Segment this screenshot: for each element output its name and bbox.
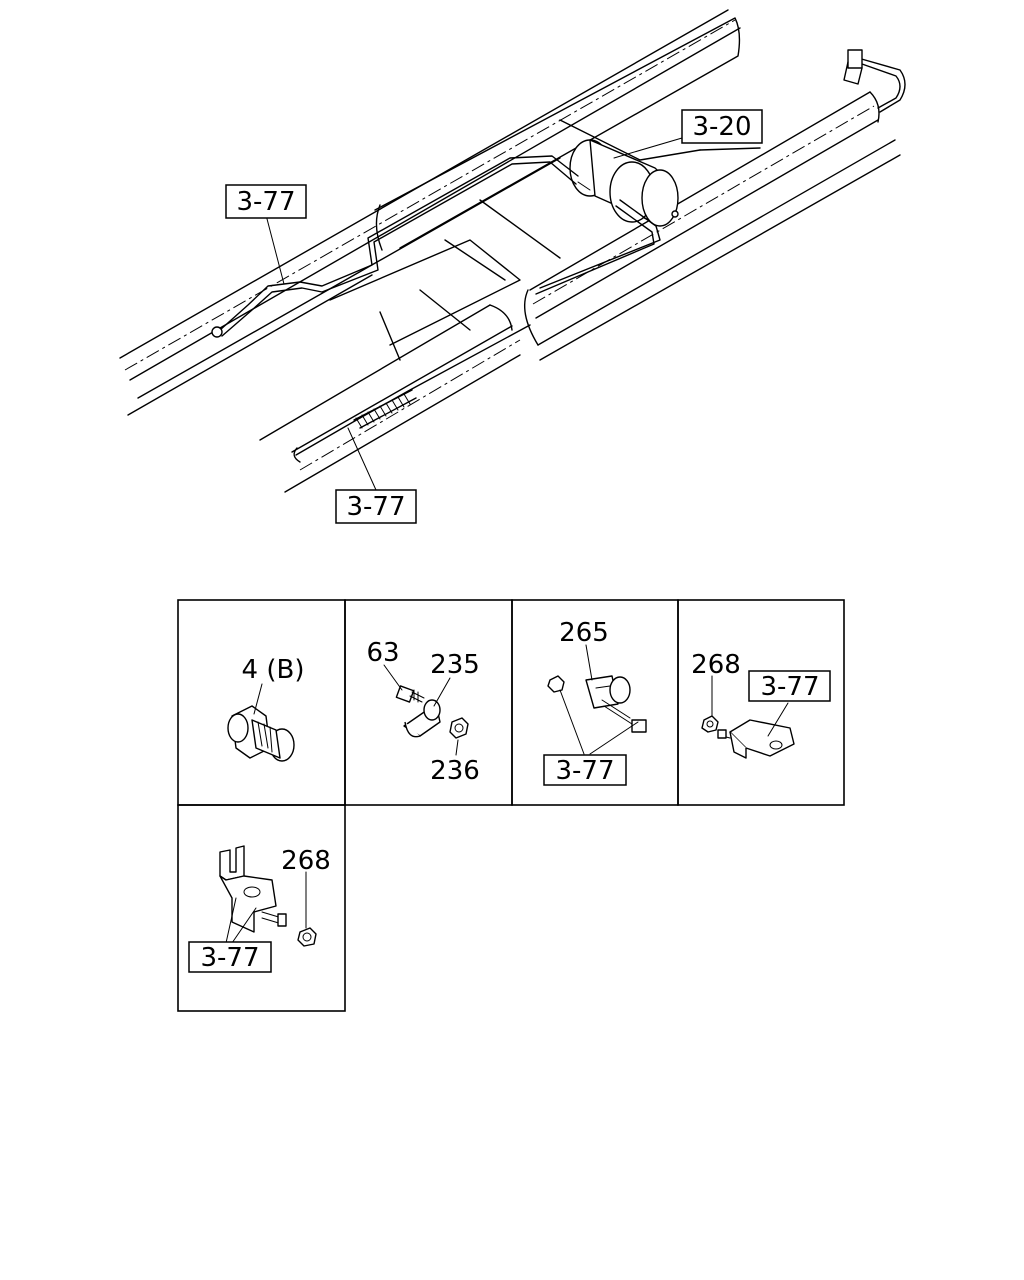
leader-line-3-77-lower bbox=[347, 427, 377, 491]
leader-line-3-20 bbox=[613, 137, 683, 159]
callout-air-tank: 3-20 bbox=[681, 109, 763, 144]
leader-line-63 bbox=[383, 664, 403, 691]
detail-cell-1 bbox=[177, 599, 346, 806]
leader-line-3-77-upper bbox=[265, 214, 285, 285]
frame-rail-lower bbox=[259, 304, 521, 493]
u-bracket-part bbox=[219, 845, 317, 947]
leader-line-235 bbox=[433, 677, 451, 707]
leader-line-3-77-cell5b bbox=[231, 907, 257, 944]
clip-bracket-part bbox=[547, 675, 647, 733]
frame-rail-right bbox=[119, 9, 741, 416]
callout-pipe-upper: 3-77 bbox=[225, 184, 307, 219]
callout-label-3-20: 3-20 bbox=[692, 112, 751, 142]
leader-line-3-77-cell4 bbox=[767, 702, 789, 737]
part-label-235: 235 bbox=[430, 650, 480, 680]
part-label-268-cell4: 268 bbox=[691, 650, 741, 680]
bolt-part bbox=[395, 685, 425, 703]
clip-part bbox=[227, 705, 295, 762]
brake-cable bbox=[295, 324, 531, 456]
cross-member bbox=[329, 119, 701, 361]
part-label-265: 265 bbox=[559, 618, 609, 648]
leader-line-265 bbox=[585, 644, 593, 681]
part-label-4b: 4 (B) bbox=[242, 655, 305, 685]
nut-part bbox=[449, 717, 469, 739]
air-tank bbox=[569, 139, 679, 227]
chassis-frame-view: 3-20 3-77 3-77 bbox=[119, 9, 906, 524]
air-pipes bbox=[211, 49, 906, 338]
part-label-3-77-cell3: 3-77 bbox=[555, 756, 614, 786]
leader-line-3-77-cell3a bbox=[559, 689, 585, 755]
part-label-3-77-cell5: 3-77 bbox=[200, 943, 259, 973]
part-label-63: 63 bbox=[366, 638, 399, 668]
callout-label-3-77-upper: 3-77 bbox=[236, 187, 295, 217]
part-label-268-cell5: 268 bbox=[281, 846, 331, 876]
part-label-3-77-cell4: 3-77 bbox=[760, 672, 819, 702]
frame-rail-far bbox=[524, 91, 901, 361]
detail-grid: 4 (B) 63 235 236 bbox=[177, 599, 845, 1012]
leader-line-4b bbox=[253, 683, 263, 715]
detail-cell-4 bbox=[677, 599, 845, 806]
part-label-236: 236 bbox=[430, 756, 480, 786]
bracket-part bbox=[701, 715, 795, 759]
callout-pipe-lower: 3-77 bbox=[335, 489, 417, 524]
detail-cell-5 bbox=[177, 804, 346, 1012]
callout-label-3-77-lower: 3-77 bbox=[346, 492, 405, 522]
leader-line-3-77-cell3b bbox=[589, 721, 639, 755]
clamp-part bbox=[403, 699, 441, 738]
leader-line-3-77-cell5a bbox=[225, 897, 237, 944]
leader-line-236 bbox=[455, 739, 459, 756]
